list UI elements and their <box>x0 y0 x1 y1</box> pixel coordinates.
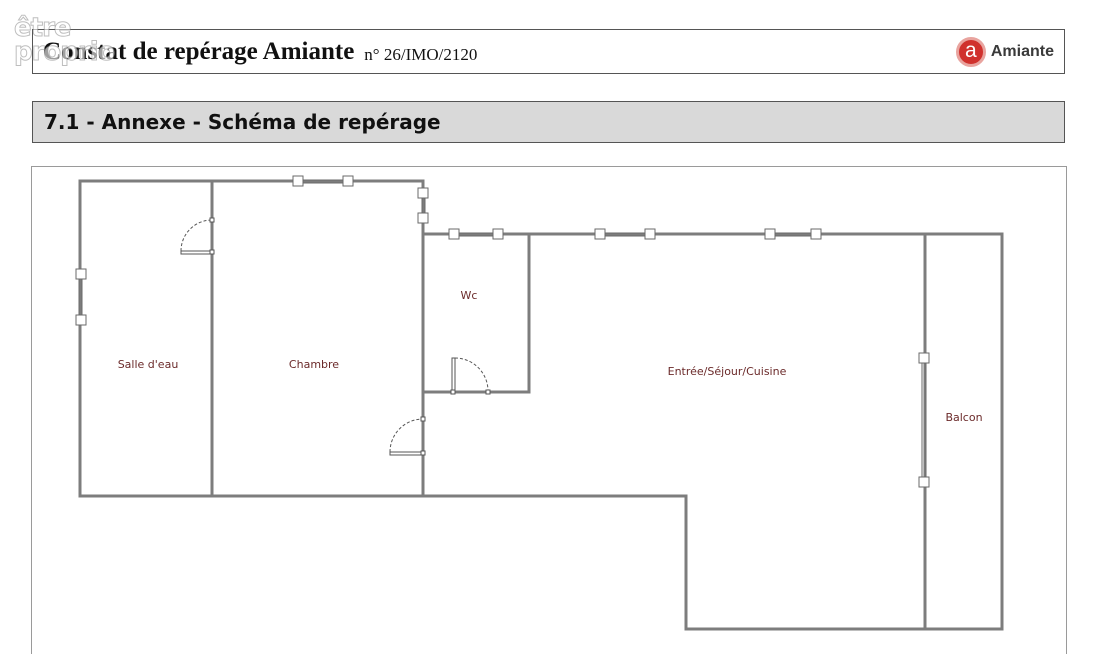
walls <box>78 179 1004 631</box>
room-label-salle-eau: Salle d'eau <box>118 358 179 371</box>
doors <box>180 217 491 456</box>
window <box>594 228 656 240</box>
door <box>180 217 215 255</box>
window <box>448 228 504 240</box>
window <box>918 352 930 488</box>
plan-frame <box>31 166 1067 654</box>
room-label-balcon: Balcon <box>945 411 982 424</box>
door <box>450 357 491 395</box>
document-reference: n° 26/IMO/2120 <box>364 44 478 64</box>
document-title: Constat de repérage Amiante <box>43 37 355 65</box>
amiante-logo: a Amiante <box>955 36 1054 68</box>
document-header: Constat de repérage Amiante n° 26/IMO/21… <box>32 29 1065 74</box>
room-label-sejour: Entrée/Séjour/Cuisine <box>668 365 787 378</box>
room-label-chambre: Chambre <box>289 358 339 371</box>
door <box>389 416 426 456</box>
section-title: 7.1 - Annexe - Schéma de repérage <box>44 110 441 134</box>
windows <box>75 175 930 488</box>
window <box>75 268 87 326</box>
window <box>417 187 429 224</box>
amiante-logo-text: Amiante <box>990 43 1054 60</box>
room-label-wc: Wc <box>461 289 478 302</box>
section-header: 7.1 - Annexe - Schéma de repérage <box>32 101 1065 143</box>
window <box>764 228 822 240</box>
window <box>292 175 354 187</box>
amiante-logo-icon: a <box>955 37 986 67</box>
